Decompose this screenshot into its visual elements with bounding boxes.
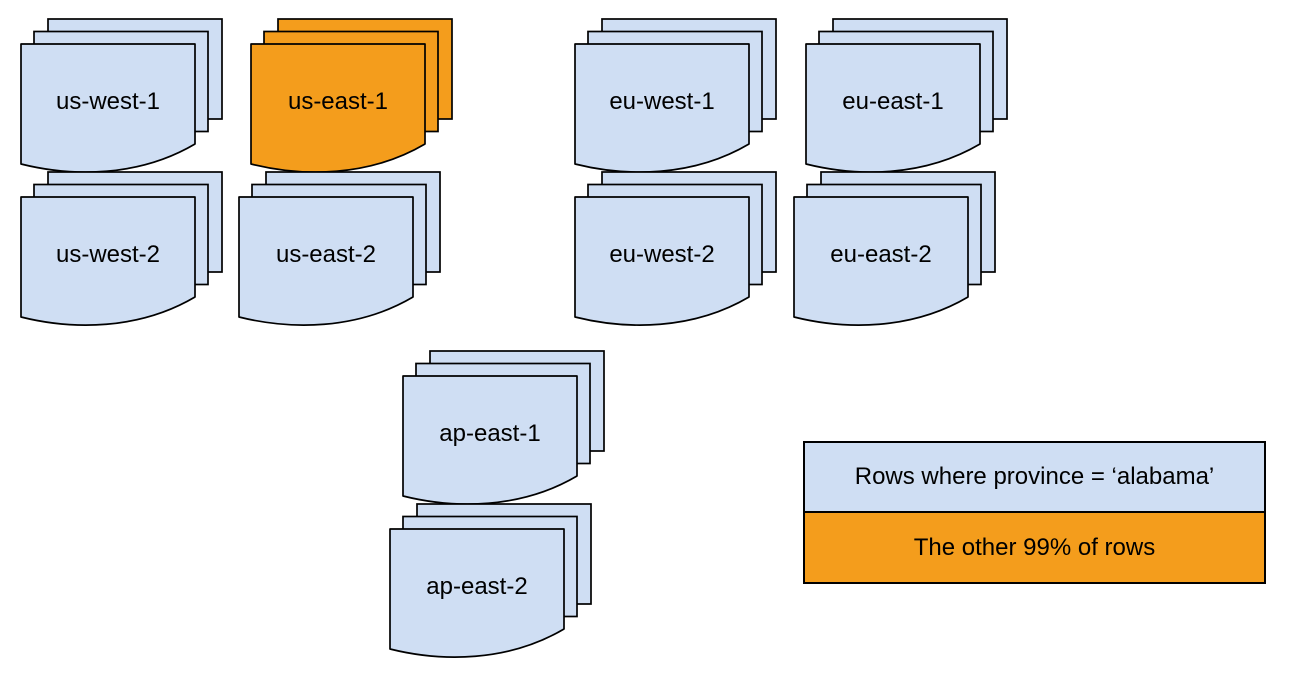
region-stack-label: eu-east-1 bbox=[842, 88, 943, 115]
region-stack-label: ap-east-1 bbox=[439, 420, 540, 447]
document-stack-icon: us-west-2 bbox=[20, 171, 223, 326]
legend-item-other-rows: The other 99% of rows bbox=[805, 513, 1264, 582]
region-stack-label: us-east-1 bbox=[288, 88, 388, 115]
document-stack-icon: eu-west-1 bbox=[574, 18, 777, 173]
legend-item-alabama-rows: Rows where province = ‘alabama’ bbox=[805, 443, 1264, 513]
document-stack-icon: eu-west-2 bbox=[574, 171, 777, 326]
region-stack-eu-east-2: eu-east-2 bbox=[793, 171, 997, 331]
front-document-shape bbox=[805, 43, 981, 173]
front-document-shape bbox=[250, 43, 426, 173]
region-stack-label: eu-east-2 bbox=[830, 241, 931, 268]
legend: Rows where province = ‘alabama’ The othe… bbox=[803, 441, 1266, 584]
region-stack-label: eu-west-1 bbox=[609, 88, 714, 115]
region-stack-eu-east-1: eu-east-1 bbox=[805, 18, 1009, 178]
region-stack-ap-east-2: ap-east-2 bbox=[389, 503, 593, 663]
front-document-shape bbox=[20, 43, 196, 173]
front-document-shape bbox=[389, 528, 565, 658]
document-stack-icon: ap-east-1 bbox=[402, 350, 605, 505]
region-stack-us-west-2: us-west-2 bbox=[20, 171, 224, 331]
region-stack-eu-west-1: eu-west-1 bbox=[574, 18, 778, 178]
legend-item-other-label: The other 99% of rows bbox=[913, 533, 1156, 561]
region-stack-ap-east-1: ap-east-1 bbox=[402, 350, 606, 510]
front-document-shape bbox=[793, 196, 969, 326]
document-stack-icon: us-west-1 bbox=[20, 18, 223, 173]
document-stack-icon: eu-east-1 bbox=[805, 18, 1008, 173]
region-stack-label: us-west-1 bbox=[56, 88, 160, 115]
region-stack-us-east-1: us-east-1 bbox=[250, 18, 454, 178]
front-document-shape bbox=[574, 196, 750, 326]
document-stack-icon: eu-east-2 bbox=[793, 171, 996, 326]
document-stack-icon: ap-east-2 bbox=[389, 503, 592, 658]
region-stack-label: eu-west-2 bbox=[609, 241, 714, 268]
region-stack-label: ap-east-2 bbox=[426, 573, 527, 600]
region-stack-eu-west-2: eu-west-2 bbox=[574, 171, 778, 331]
front-document-shape bbox=[20, 196, 196, 326]
front-document-shape bbox=[574, 43, 750, 173]
region-stack-us-west-1: us-west-1 bbox=[20, 18, 224, 178]
region-stack-us-east-2: us-east-2 bbox=[238, 171, 442, 331]
region-stack-label: us-east-2 bbox=[276, 241, 376, 268]
front-document-shape bbox=[238, 196, 414, 326]
region-stack-label: us-west-2 bbox=[56, 241, 160, 268]
document-stack-icon: us-east-2 bbox=[238, 171, 441, 326]
document-stack-icon: us-east-1 bbox=[250, 18, 453, 173]
front-document-shape bbox=[402, 375, 578, 505]
legend-item-alabama-label: Rows where province = ‘alabama’ bbox=[854, 463, 1215, 490]
